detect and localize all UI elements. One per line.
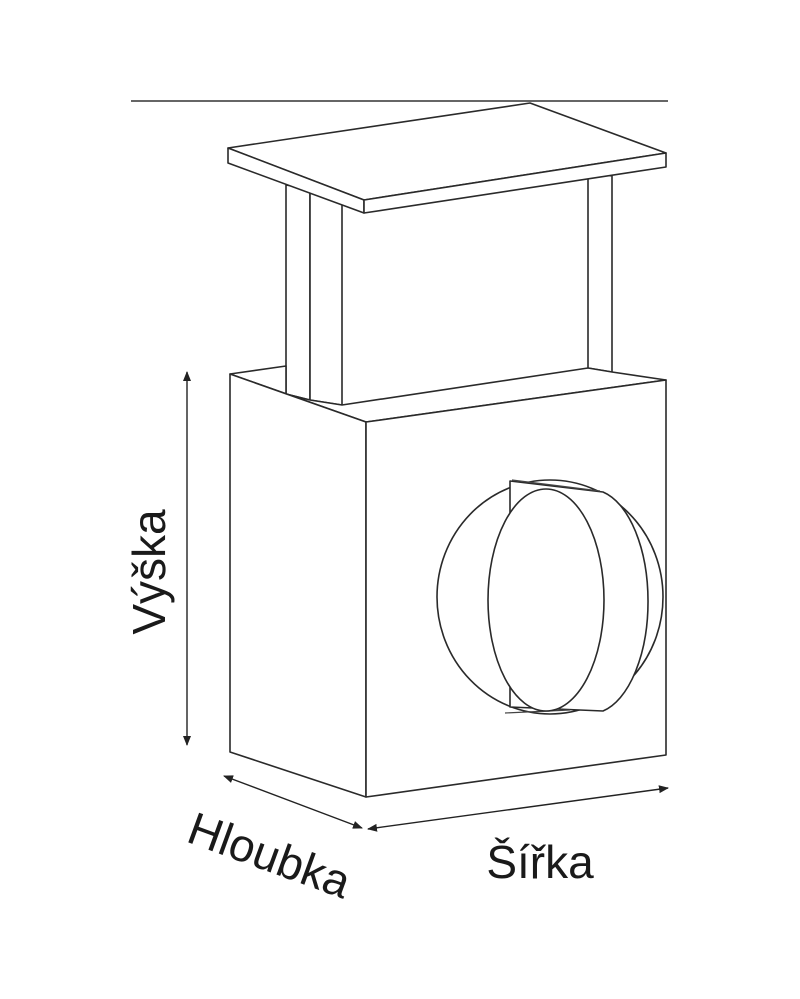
dimension-arrows xyxy=(183,371,669,832)
width-label: Šířka xyxy=(486,836,594,888)
top-plate xyxy=(227,102,667,214)
height-label: Výška xyxy=(123,509,175,635)
depth-arrow xyxy=(223,775,363,829)
width-arrow xyxy=(367,785,669,832)
depth-label: Hloubka xyxy=(181,802,358,909)
round-duct-outlet xyxy=(436,479,664,715)
posts xyxy=(285,171,613,406)
